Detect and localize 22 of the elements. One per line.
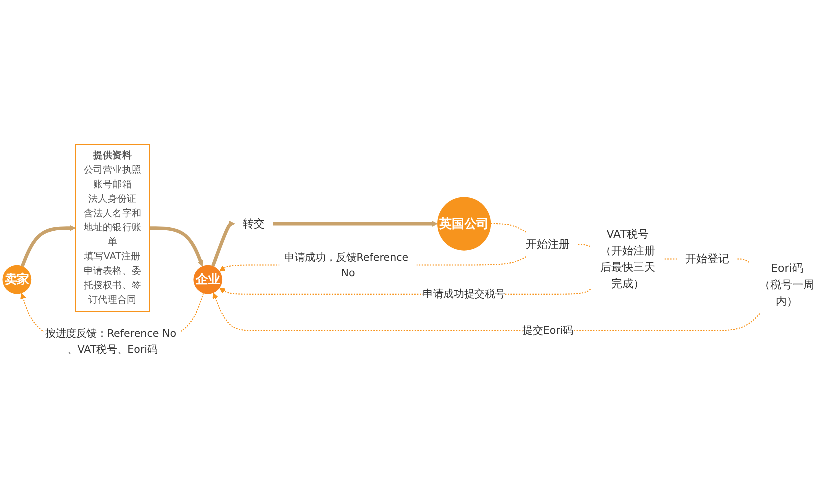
node-box: 提供资料 公司营业执照 账号邮箱 法人身份证 含法人名字和地址的银行账单 填写VAT注册申请表格、委托授权书、签订代理合同 — [75, 144, 150, 312]
arrow — [273, 221, 438, 228]
node-circle: 企业 — [194, 265, 223, 294]
arrow — [20, 225, 76, 268]
node-text: 转交 — [243, 217, 266, 230]
node-text: VAT税号 （开始注册后最快三天完成） — [600, 228, 656, 290]
node-circle: 卖家 — [2, 265, 32, 294]
arrow — [212, 292, 760, 332]
connector — [738, 258, 750, 264]
arrow — [150, 226, 204, 267]
connector — [491, 224, 527, 233]
connector — [578, 244, 591, 248]
node-circle: 英国公司 — [438, 197, 492, 251]
edge-label: 申请成功，反馈Reference No — [284, 251, 409, 279]
edge-label: 申请成功提交税号 — [423, 288, 506, 300]
edge-label: 提交Eori码 — [522, 324, 574, 337]
arrow — [212, 221, 236, 267]
node-text: 开始登记 — [686, 252, 730, 266]
edge-label: 按进度反馈：Reference No 、VAT税号、Eori码 — [46, 328, 177, 356]
node-text: 开始注册 — [526, 238, 570, 251]
connector — [664, 258, 678, 260]
node-text: Eori码 （税号一周内） — [760, 262, 815, 308]
